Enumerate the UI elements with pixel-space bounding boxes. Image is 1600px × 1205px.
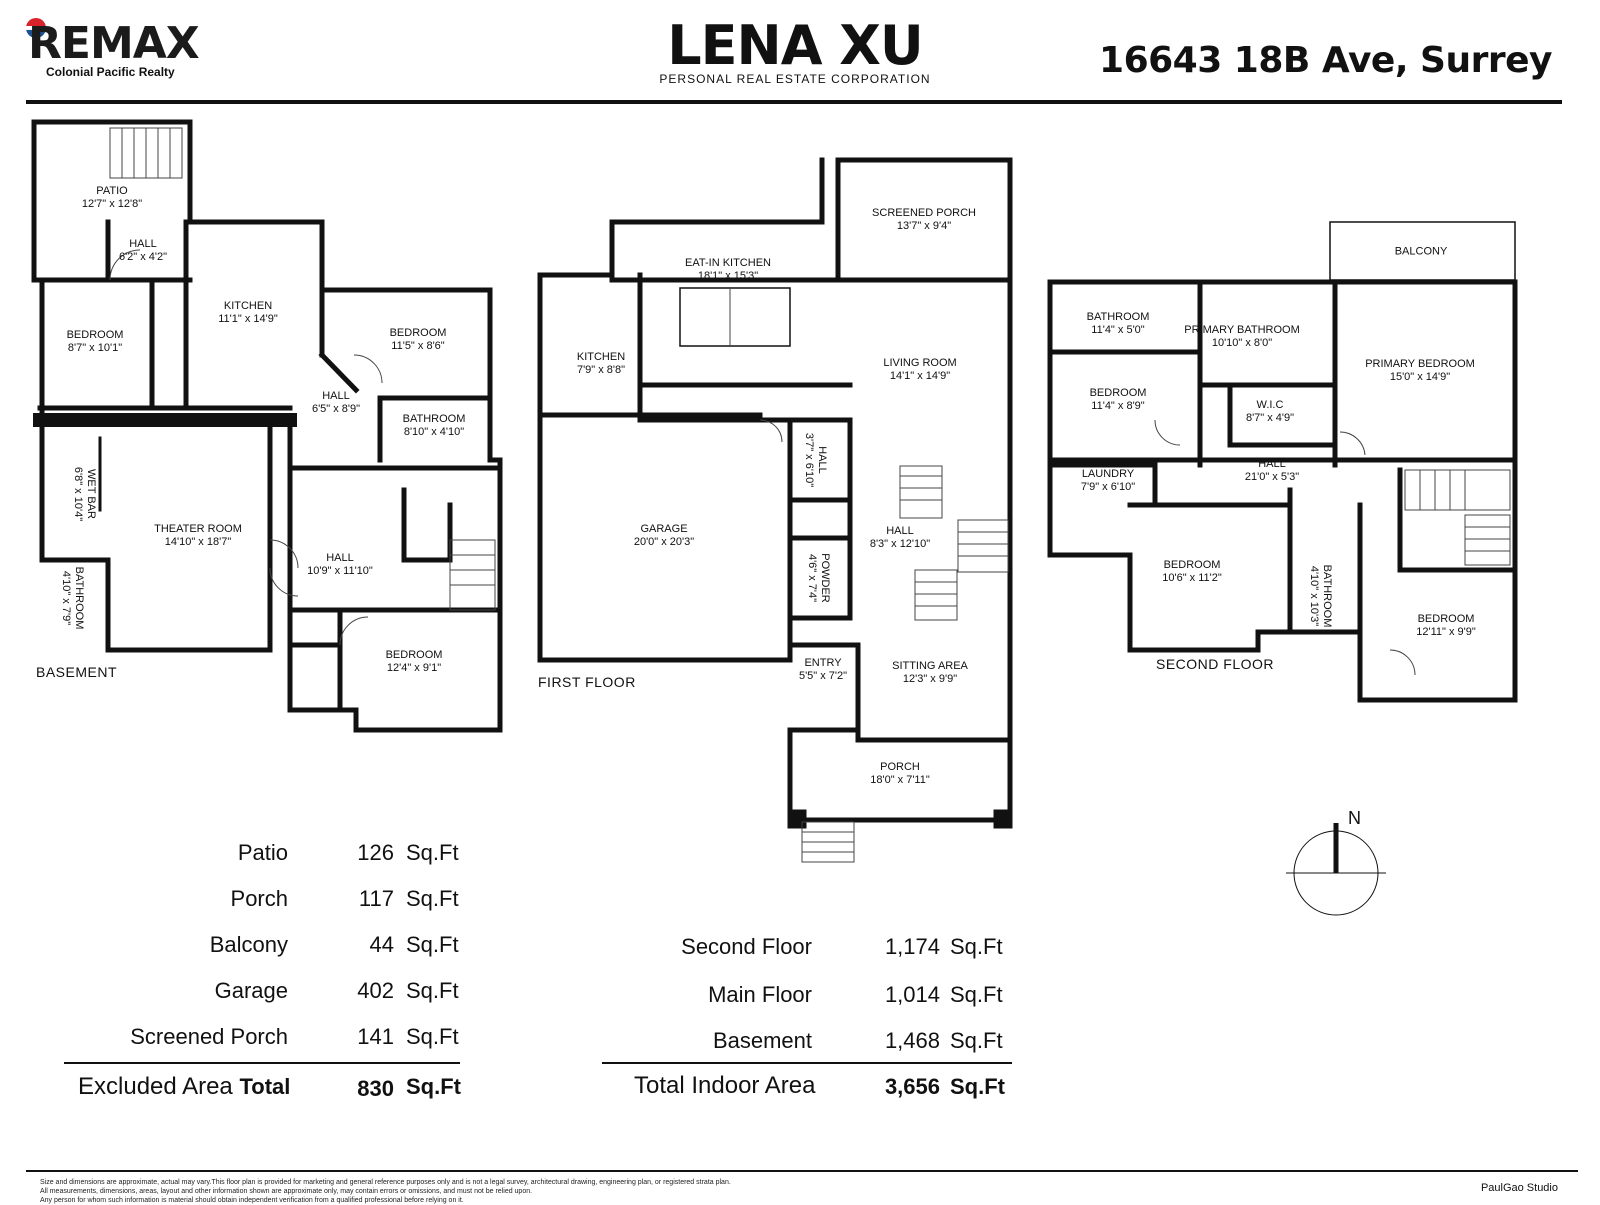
- area-unit: Sq.Ft: [406, 1024, 459, 1049]
- area-label: Patio: [237, 840, 288, 865]
- first-floor-walls: [537, 157, 1013, 829]
- area-unit: Sq.Ft: [406, 886, 459, 911]
- agent-block: LENA XU PERSONAL REAL ESTATE CORPORATION: [560, 14, 1030, 87]
- area-unit: Sq.Ft: [406, 932, 459, 957]
- area-value: 1,468: [884, 1028, 940, 1053]
- floor-label-second: SECOND FLOOR: [1156, 656, 1275, 672]
- area-unit: Sq.Ft: [406, 978, 459, 1003]
- area-label: Basement: [712, 1028, 812, 1053]
- area-unit: Sq.Ft: [950, 1074, 1005, 1099]
- compass-icon: [1286, 823, 1386, 916]
- agent-name: LENA XU: [667, 14, 924, 77]
- area-label: Main Floor: [708, 982, 812, 1007]
- disclaimer-line: Size and dimensions are approximate, act…: [40, 1179, 731, 1186]
- indoor-total-value: 3,656: [884, 1074, 940, 1099]
- area-unit: Sq.Ft: [406, 1074, 461, 1099]
- remax-logo: REMAX Colonial Pacific Realty: [26, 18, 200, 79]
- area-value: 126: [357, 840, 394, 865]
- stairs: [109, 127, 1511, 863]
- brokerage-name: Colonial Pacific Realty: [46, 65, 175, 79]
- area-value: 1,174: [884, 934, 940, 959]
- second-floor-walls: [1047, 221, 1518, 703]
- balloon-icon: [26, 18, 46, 38]
- area-unit: Sq.Ft: [950, 1028, 1003, 1053]
- area-value: 1,014: [884, 982, 940, 1007]
- area-unit: Sq.Ft: [950, 934, 1003, 959]
- area-value: 402: [357, 978, 394, 1003]
- area-value: 44: [369, 932, 394, 957]
- table-divider: [602, 1062, 1012, 1064]
- floor-label-basement: BASEMENT: [36, 664, 118, 680]
- disclaimer-line: All measurements, dimensions, areas, lay…: [40, 1188, 533, 1195]
- disclaimer: Size and dimensions are approximate, act…: [40, 1178, 731, 1205]
- basement-walls: [31, 119, 503, 733]
- table-divider: [64, 1062, 460, 1064]
- studio-credit: PaulGao Studio: [1480, 1182, 1558, 1194]
- excluded-total-value: 830: [357, 1076, 394, 1101]
- footer-divider: [26, 1170, 1578, 1172]
- brand-name: REMAX: [28, 18, 200, 69]
- area-label: Screened Porch: [130, 1024, 288, 1049]
- header-divider: [26, 100, 1562, 104]
- area-label: Second Floor: [681, 934, 812, 959]
- indoor-total-label: Total Indoor Area: [634, 1072, 816, 1099]
- property-address: 16643 18B Ave, Surrey: [1099, 40, 1552, 81]
- area-value: 117: [358, 886, 394, 911]
- area-value: 141: [357, 1024, 394, 1049]
- floor-label-first: FIRST FLOOR: [538, 674, 636, 690]
- excluded-total-label: Excluded Area Total: [78, 1073, 291, 1100]
- area-unit: Sq.Ft: [950, 982, 1003, 1007]
- room-label: BALCONY: [1394, 245, 1448, 258]
- area-unit: Sq.Ft: [406, 840, 459, 865]
- compass-north-label: N: [1348, 808, 1361, 828]
- area-label: Porch: [230, 886, 288, 911]
- area-label: Garage: [214, 978, 288, 1003]
- agent-title: PERSONAL REAL ESTATE CORPORATION: [659, 72, 931, 86]
- area-label: Balcony: [209, 932, 288, 957]
- disclaimer-line: Any person for whom such information is …: [40, 1197, 464, 1204]
